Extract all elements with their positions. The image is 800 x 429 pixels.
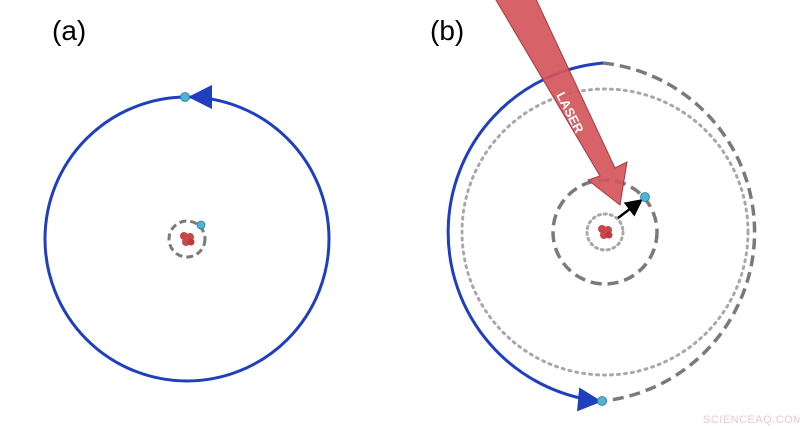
middle-dotted-orbit-b [460, 87, 750, 377]
outer-dashed-orbit-b [602, 61, 757, 403]
excitation-arrow [617, 198, 643, 219]
excited-electron-b [640, 192, 650, 202]
laser-beam: LASER [495, 0, 628, 206]
panel-a [43, 85, 331, 383]
watermark: SCIENCEAQ.COM [703, 414, 800, 426]
orbit-direction-arrow-b [576, 387, 602, 412]
ground-electron-a [196, 220, 206, 230]
ground-orbit-a [167, 219, 207, 259]
nucleus-a [180, 232, 195, 246]
panel-a-label: (a) [52, 15, 86, 46]
nucleus-b [598, 225, 613, 239]
panel-b-label: (b) [430, 15, 464, 46]
ground-dotted-orbit-b [585, 212, 625, 252]
rydberg-orbit-b [446, 61, 604, 403]
panel-b: LASER [446, 0, 757, 412]
rydberg-electron-b [597, 396, 607, 406]
rydberg-electron-a [180, 92, 190, 102]
